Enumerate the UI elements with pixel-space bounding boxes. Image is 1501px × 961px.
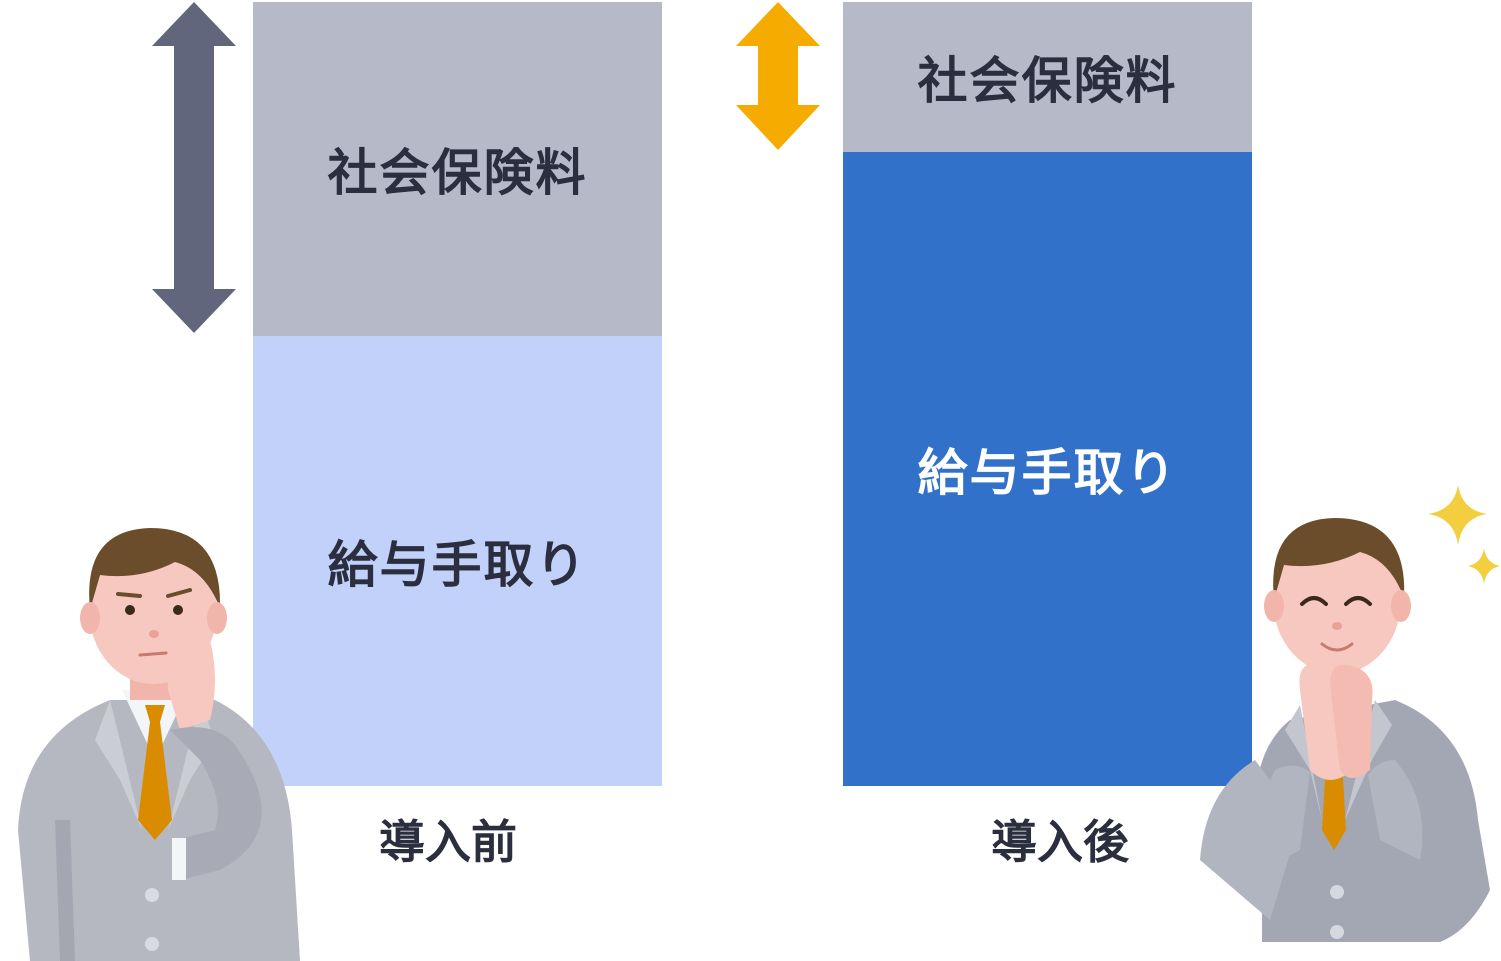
happy-man-icon [1200, 485, 1500, 942]
before-insurance-block: 社会保険料 [253, 2, 662, 336]
before-double-arrow-icon [152, 2, 236, 333]
before-insurance-label: 社会保険料 [327, 144, 588, 202]
after-takehome-block: 給与手取り [843, 152, 1252, 786]
worried-man-icon [18, 528, 300, 961]
after-insurance-block: 社会保険料 [843, 2, 1252, 152]
before-caption: 導入前 [379, 815, 517, 869]
before-takehome-label: 給与手取り [327, 536, 588, 594]
after-insurance-label: 社会保険料 [917, 52, 1178, 110]
after-caption: 導入後 [991, 815, 1129, 869]
after-takehome-label: 給与手取り [917, 444, 1178, 502]
sparkle-large-icon [1428, 485, 1487, 545]
after-double-arrow-icon [736, 2, 820, 150]
sparkle-small-icon [1468, 548, 1500, 584]
before-takehome-block: 給与手取り [253, 336, 662, 786]
